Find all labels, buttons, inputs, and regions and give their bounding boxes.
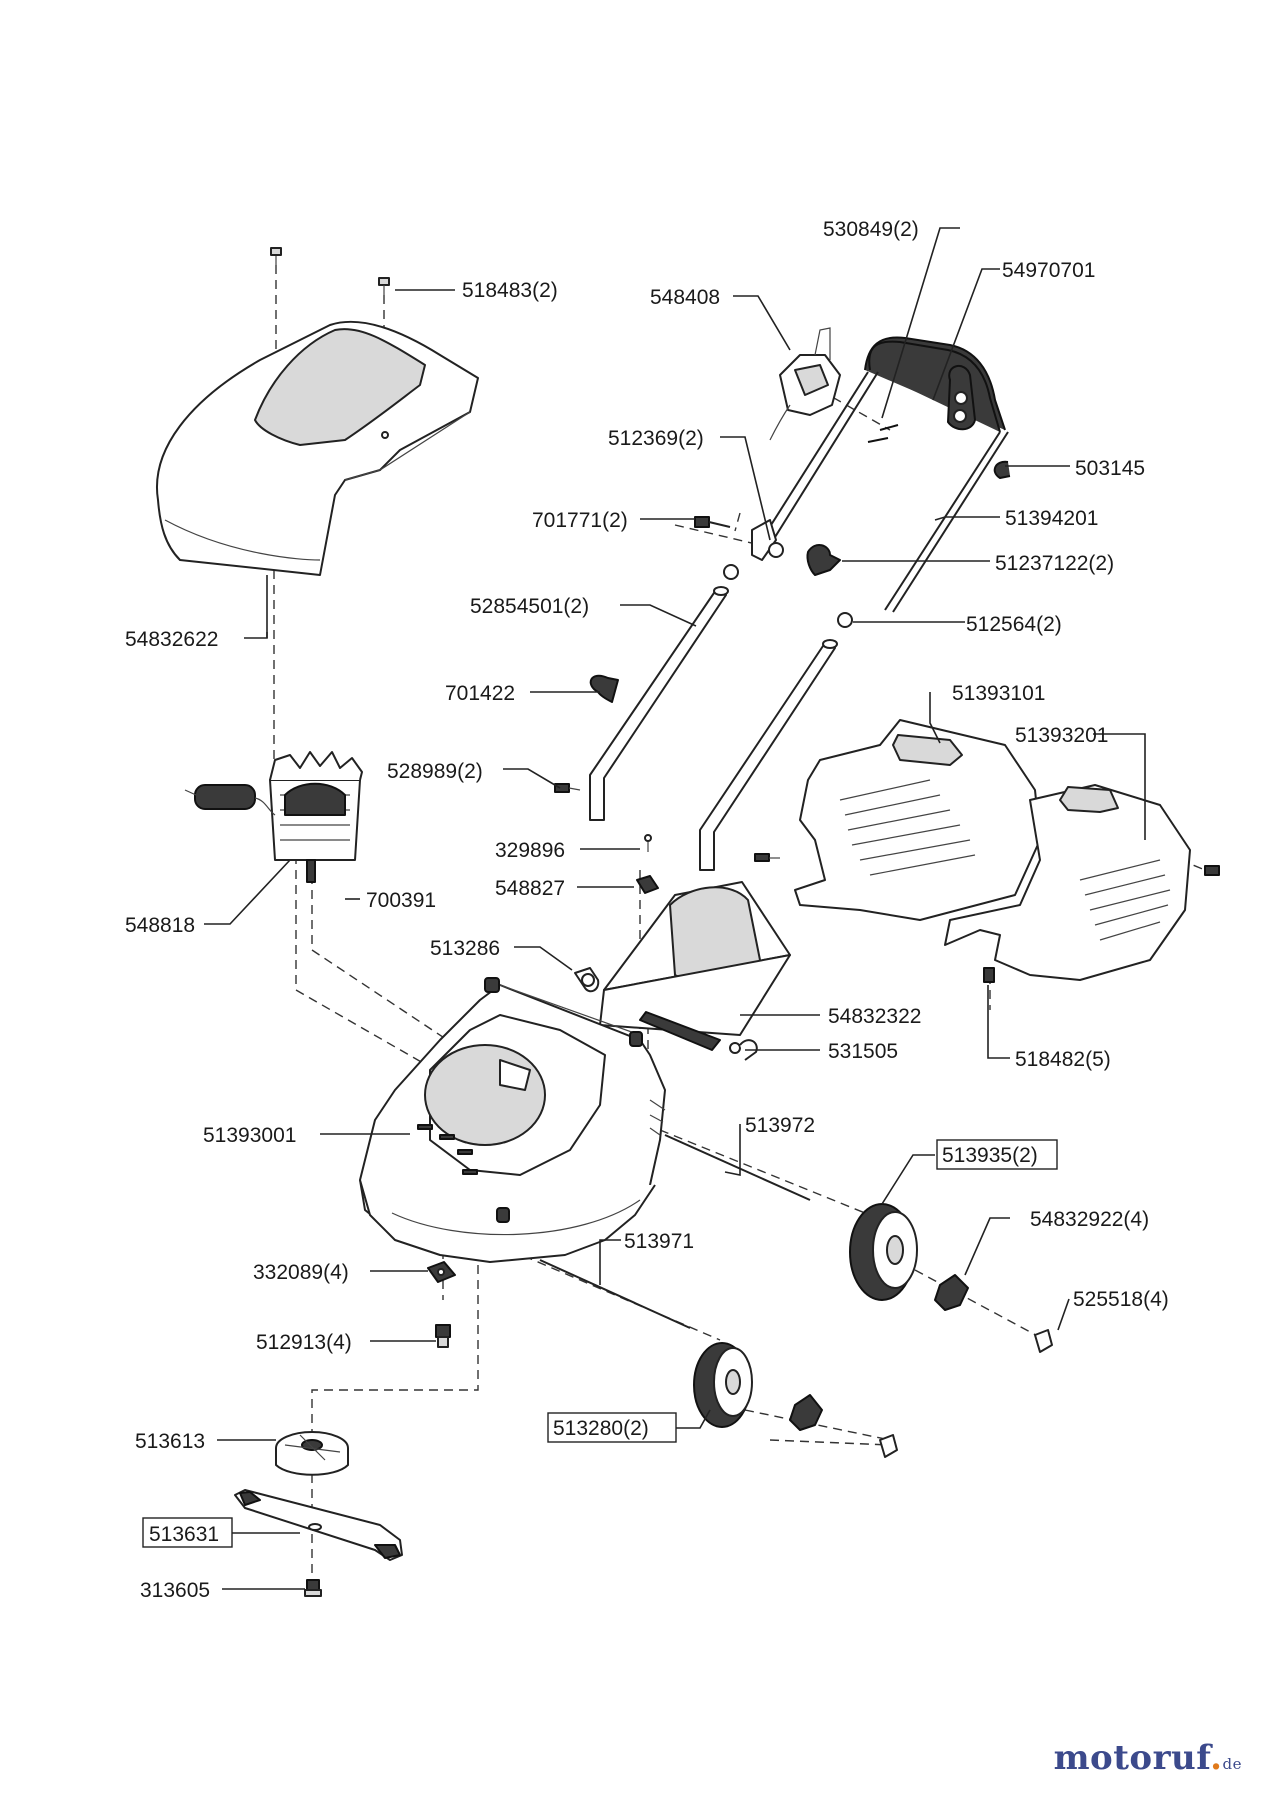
wheel-knobs-illustration [789, 1274, 1053, 1458]
part-labels: 530849(2) 54970701 518483(2) 548408 5123… [125, 218, 1169, 1602]
label-51237122: 51237122(2) [995, 552, 1114, 575]
label-332089: 332089(4) [253, 1261, 349, 1284]
label-503145: 503145 [1075, 457, 1145, 480]
lower-handle-bars-illustration [589, 586, 838, 871]
label-548827: 548827 [495, 877, 565, 900]
motor-illustration [184, 751, 363, 883]
handle-fasteners-illustration [554, 516, 853, 862]
label-513613: 513613 [135, 1430, 205, 1453]
leader-lines [204, 227, 1146, 1590]
axles-illustration [539, 1134, 811, 1329]
label-54970701: 54970701 [1002, 259, 1095, 282]
label-51393201: 51393201 [1015, 724, 1108, 747]
label-329896: 329896 [495, 839, 565, 862]
label-701771: 701771(2) [532, 509, 628, 532]
label-548818: 548818 [125, 914, 195, 937]
clip-503145-illustration [993, 460, 1011, 479]
label-513280: 513280(2) [553, 1417, 649, 1440]
label-54832922: 54832922(4) [1030, 1208, 1149, 1231]
label-512564: 512564(2) [966, 613, 1062, 636]
switch-box-illustration [769, 327, 899, 443]
label-518483: 518483(2) [462, 279, 558, 302]
label-54832322: 54832322 [828, 1005, 921, 1028]
label-548408: 548408 [650, 286, 720, 309]
label-51393001: 51393001 [203, 1124, 296, 1147]
watermark-logo: motoruf.de [1054, 1738, 1242, 1778]
upper-handle-illustration [751, 336, 1009, 613]
watermark-dot: . [1210, 1738, 1223, 1778]
label-518482: 518482(5) [1015, 1048, 1111, 1071]
label-513286: 513286 [430, 937, 500, 960]
label-512913: 512913(4) [256, 1331, 352, 1354]
label-513972: 513972 [745, 1114, 815, 1137]
mower-deck-illustration [359, 977, 666, 1263]
label-528989: 528989(2) [387, 760, 483, 783]
label-313605: 313605 [140, 1579, 210, 1602]
label-700391: 700391 [366, 889, 436, 912]
label-531505: 531505 [828, 1040, 898, 1063]
rear-flap-illustration [599, 881, 791, 1061]
label-513971: 513971 [624, 1230, 694, 1253]
label-513631: 513631 [149, 1523, 219, 1546]
label-512369: 512369(2) [608, 427, 704, 450]
deck-fasteners-illustration [427, 1261, 456, 1348]
label-51394201: 51394201 [1005, 507, 1098, 530]
label-530849: 530849(2) [823, 218, 919, 241]
label-513935: 513935(2) [942, 1144, 1038, 1167]
label-51393101: 51393101 [952, 682, 1045, 705]
label-701422: 701422 [445, 682, 515, 705]
small-parts-illustration [574, 834, 659, 993]
label-525518: 525518(4) [1073, 1288, 1169, 1311]
label-54832622: 54832622 [125, 628, 218, 651]
watermark-main: motoruf [1053, 1738, 1211, 1778]
blade-assembly-illustration [234, 1431, 403, 1597]
grass-bag-illustration [794, 719, 1220, 983]
label-52854501: 52854501(2) [470, 595, 589, 618]
watermark-tld: de [1222, 1755, 1242, 1773]
boxed-label-frames [142, 1139, 1058, 1548]
motor-cover-illustration [156, 247, 479, 576]
wheels-illustration [693, 1203, 918, 1428]
